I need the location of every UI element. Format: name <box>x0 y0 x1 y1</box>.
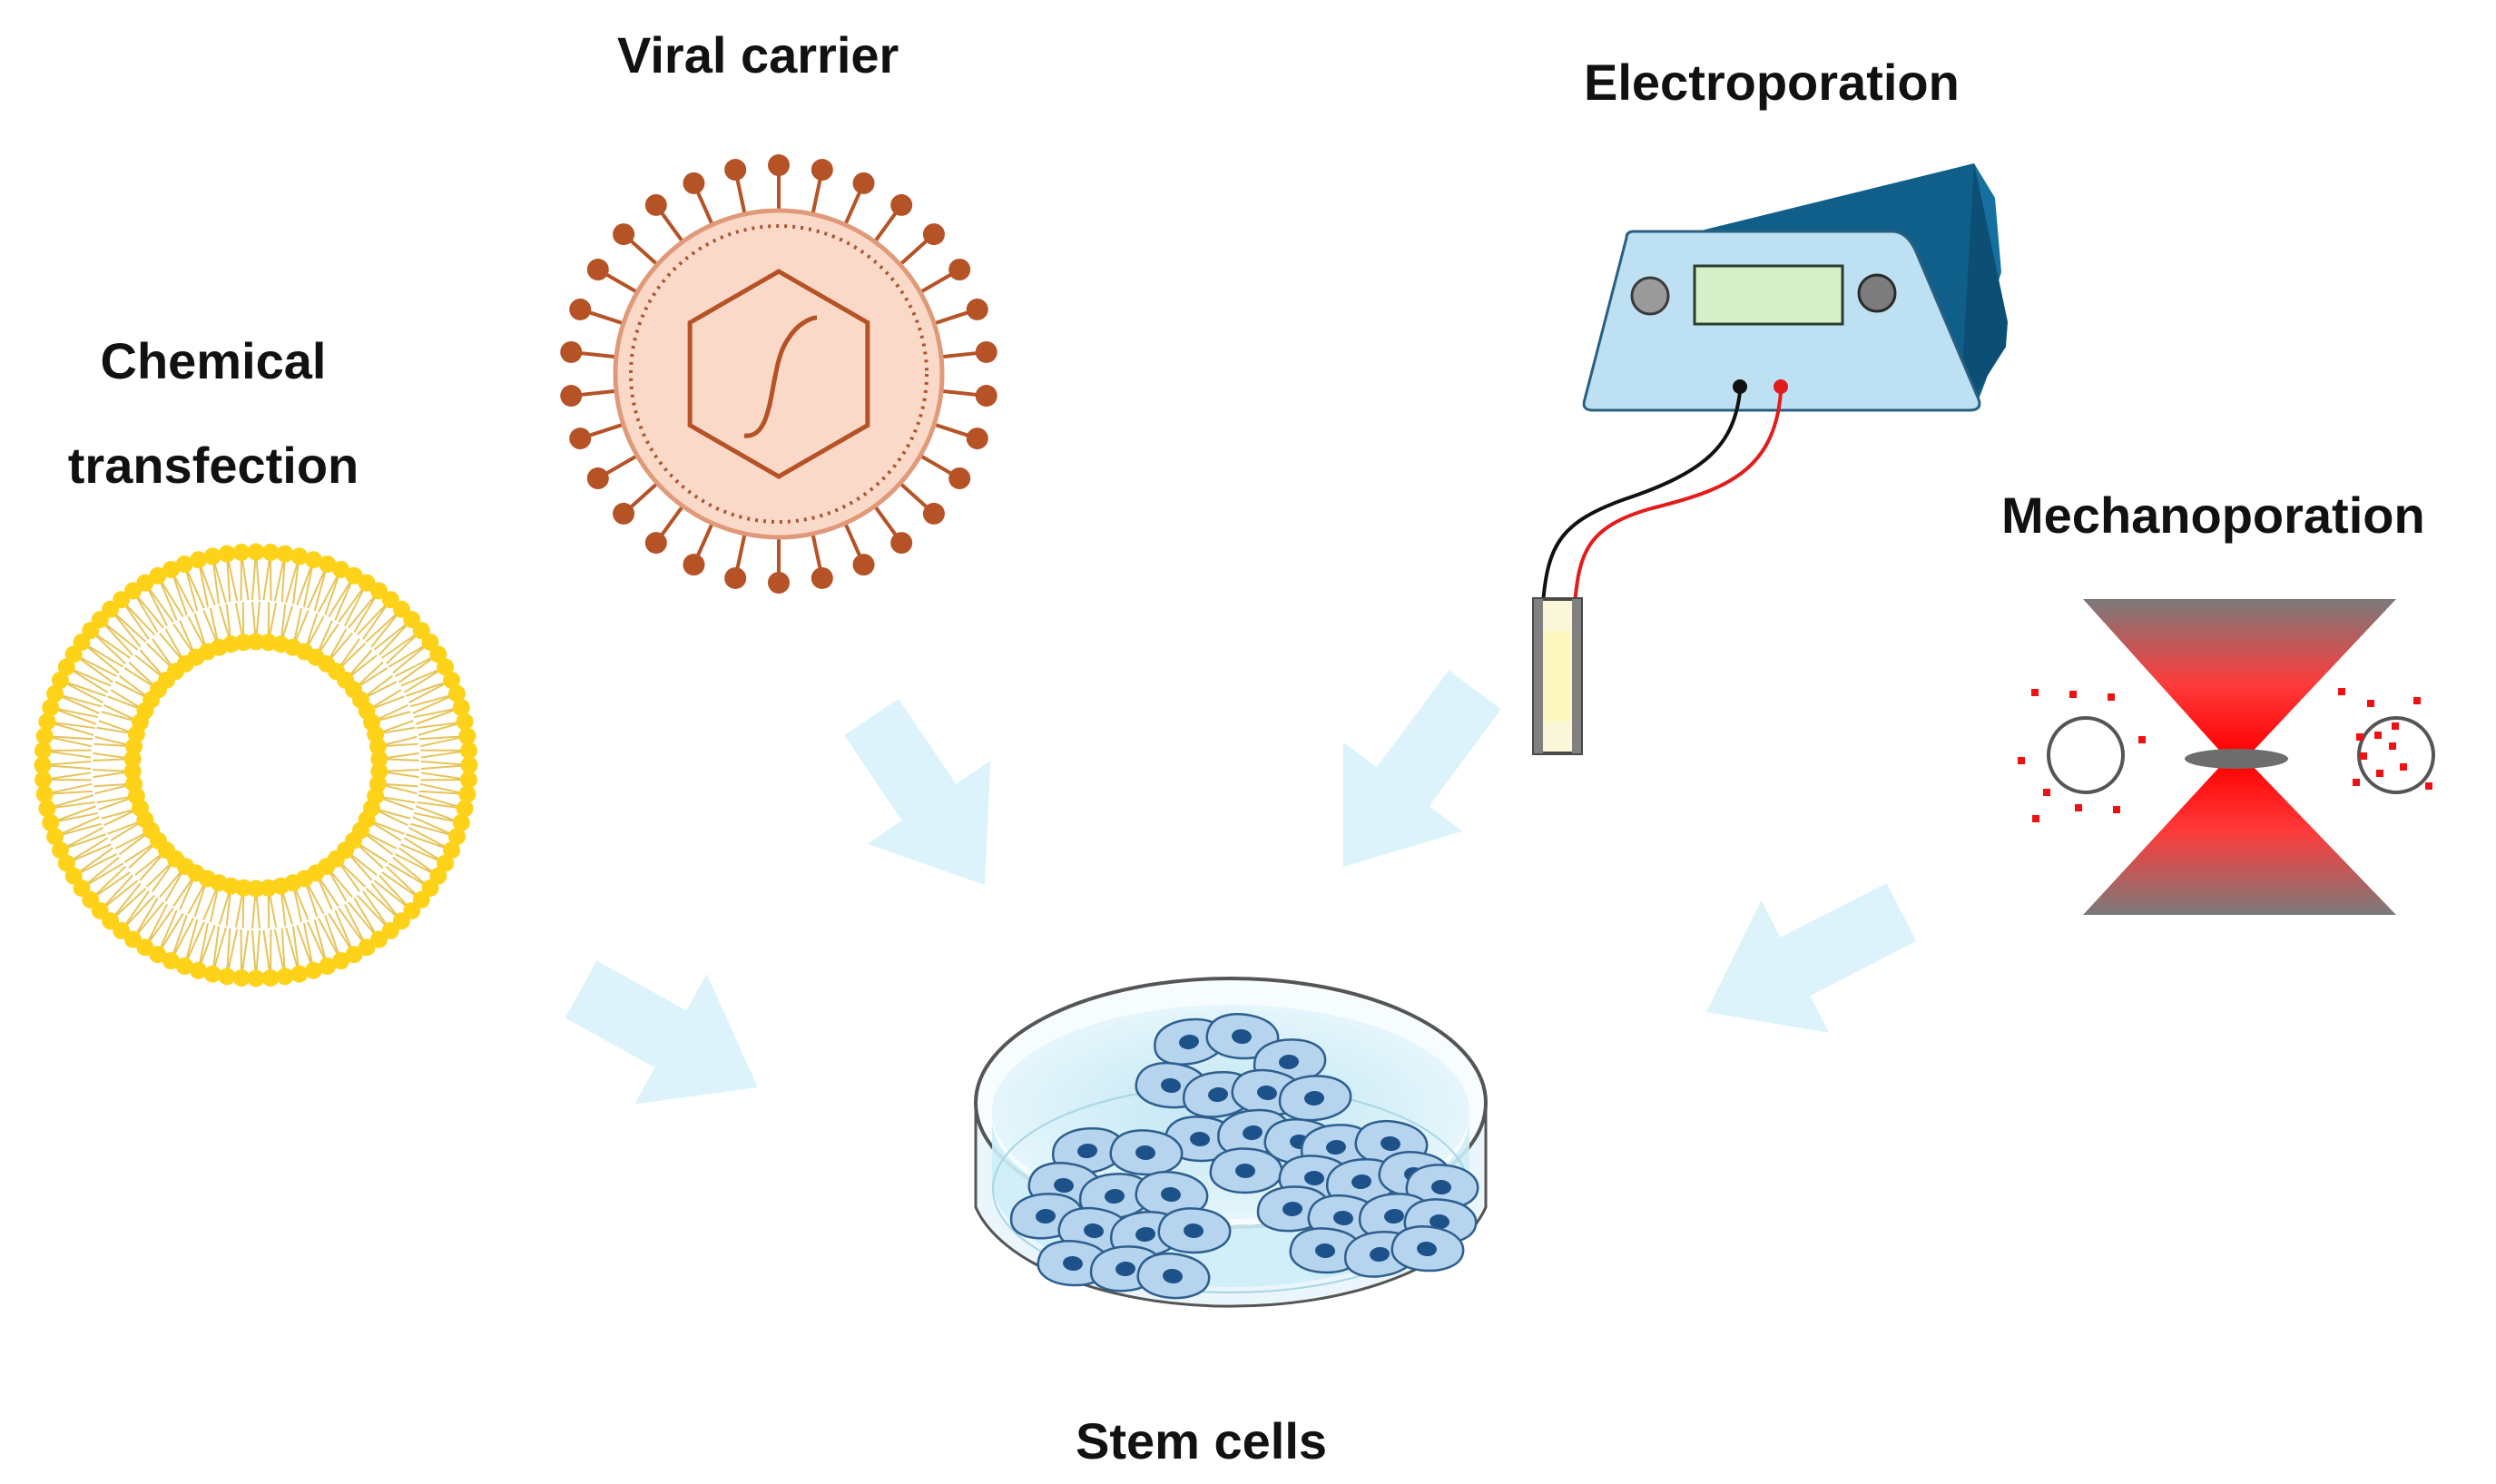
laser-constriction-icon <box>2018 599 2435 915</box>
label-chemical-line2: transfection <box>67 437 359 494</box>
arrow-viral <box>844 698 991 885</box>
electroporator-icon <box>1532 163 2008 755</box>
label-chemical-transfection: Chemical transfection <box>36 309 390 517</box>
liposome-icon <box>34 543 478 988</box>
arrows-group <box>565 670 1917 1105</box>
virus-icon <box>560 154 997 594</box>
label-mechanoporation: Mechanoporation <box>2001 486 2425 544</box>
petri-dish-icon <box>974 977 1488 1308</box>
label-stem-cells: Stem cells <box>1076 1412 1328 1469</box>
arrow-mechanoporation <box>1706 882 1917 1033</box>
label-electroporation: Electroporation <box>1584 54 1960 111</box>
label-viral-carrier: Viral carrier <box>617 26 899 84</box>
stem-cell-colonies <box>1009 1013 1479 1300</box>
arrow-electroporation <box>1342 670 1501 867</box>
label-chemical-line1: Chemical <box>100 332 327 389</box>
arrow-chemical <box>565 960 758 1105</box>
